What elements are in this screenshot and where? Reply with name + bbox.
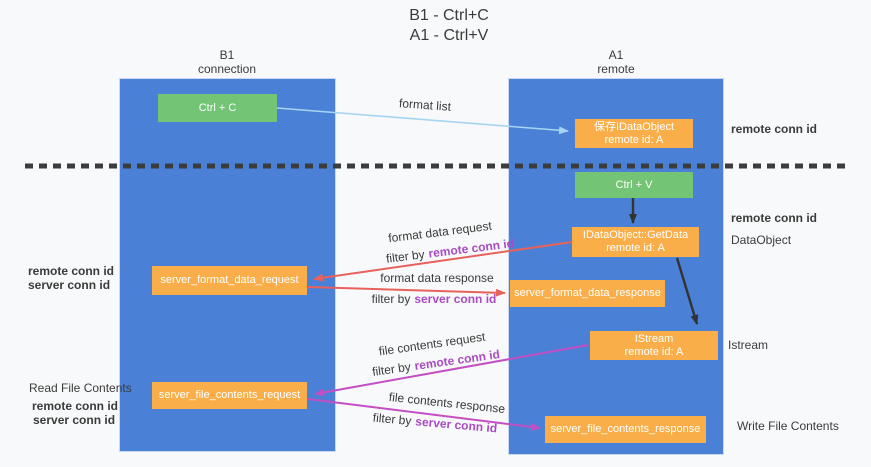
save-idataobject-line2: remote id: A	[604, 133, 664, 146]
server-format-data-request-label: server_format_data_request	[160, 274, 299, 286]
diagram-title: B1 - Ctrl+C A1 - Ctrl+V	[329, 6, 569, 46]
lane-header-b1-line2: connection	[197, 62, 257, 76]
server-file-contents-response-label: server_file_contents_response	[550, 423, 701, 435]
file-response-filter-label: filter by server conn id	[372, 411, 497, 436]
server-format-data-request-node: server_format_data_request	[152, 266, 307, 295]
read-file-contents-annotation: Read File Contents	[29, 381, 132, 395]
filter-by-text: filter by	[372, 410, 413, 428]
istream-node: IStream remote id: A	[590, 331, 718, 360]
left-server-conn-id-annotation-1: server conn id	[28, 278, 111, 292]
ctrl-v-label: Ctrl + V	[615, 178, 653, 191]
server-format-data-response-node: server_format_data_response	[510, 280, 665, 307]
format-response-filter-label: filter by server conn id	[372, 292, 497, 306]
left-server-conn-id-annotation-2: server conn id	[33, 413, 116, 427]
format-list-label: format list	[398, 96, 452, 114]
filter-by-text: filter by	[371, 359, 412, 379]
ctrl-c-label: Ctrl + C	[198, 101, 237, 114]
save-idataobject-line1: 保存IDataObject	[593, 120, 675, 133]
left-remote-conn-id-annotation-1: remote conn id	[28, 264, 115, 278]
remote-conn-id-annotation-mid: remote conn id	[731, 211, 818, 225]
write-file-contents-annotation: Write File Contents	[737, 419, 839, 433]
server-conn-id-text: server conn id	[414, 414, 498, 436]
lane-header-a1-line2: remote	[597, 62, 635, 76]
remote-conn-id-text: remote conn id	[427, 236, 515, 261]
istream-annotation: Istream	[728, 338, 769, 352]
server-file-contents-response-node: server_file_contents_response	[545, 416, 706, 443]
server-format-data-response-label: server_format_data_response	[514, 287, 661, 299]
getdata-line2: remote id: A	[606, 242, 665, 254]
format-data-response-label: format data response	[380, 271, 494, 285]
remote-conn-id-annotation-top: remote conn id	[731, 122, 818, 136]
ctrl-c-node: Ctrl + C	[158, 94, 277, 122]
title-line-1: B1 - Ctrl+C	[409, 7, 489, 24]
istream-line2: remote id: A	[624, 345, 684, 358]
dataobject-annotation: DataObject	[731, 233, 792, 247]
lane-header-b1: B1 connection	[152, 48, 302, 76]
lane-header-a1: A1 remote	[541, 48, 691, 76]
server-file-contents-request-node: server_file_contents_request	[152, 382, 307, 409]
file-contents-response-label: file contents response	[388, 389, 506, 417]
filter-by-text: filter by	[371, 292, 411, 306]
server-file-contents-request-label: server_file_contents_request	[158, 389, 301, 401]
save-idataobject-node: 保存IDataObject remote id: A	[575, 119, 693, 148]
title-line-2: A1 - Ctrl+V	[409, 27, 489, 44]
idataobject-getdata-node: IDataObject::GetData remote id: A	[572, 227, 699, 257]
ctrl-v-node: Ctrl + V	[575, 172, 693, 198]
left-remote-conn-id-annotation-2: remote conn id	[32, 399, 119, 413]
lane-header-a1-line1: A1	[608, 48, 624, 62]
istream-line1: IStream	[634, 332, 674, 345]
filter-by-text: filter by	[385, 247, 426, 266]
lane-header-b1-line1: B1	[219, 48, 235, 62]
getdata-line1: IDataObject::GetData	[582, 229, 689, 241]
server-conn-id-text: server conn id	[414, 292, 497, 306]
